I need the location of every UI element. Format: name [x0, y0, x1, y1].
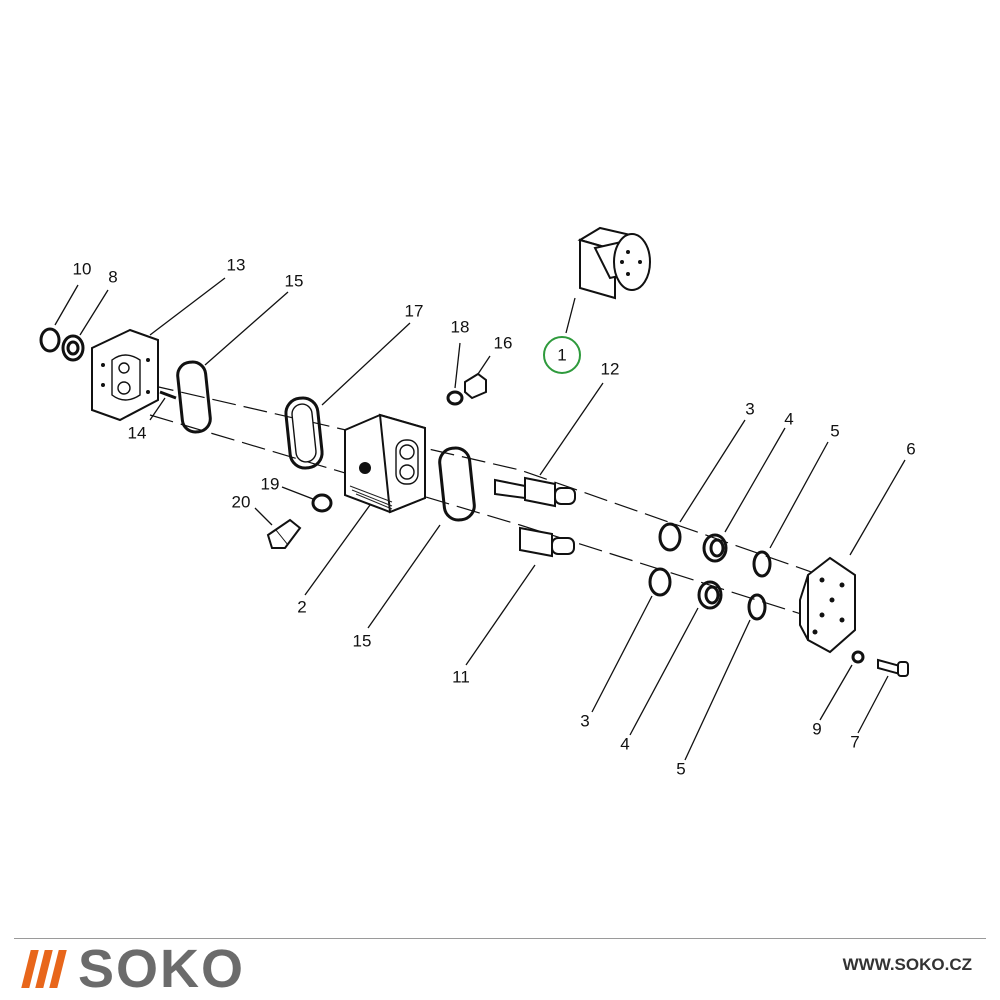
label-part-16[interactable]: 16 — [494, 333, 513, 352]
logo-stripes-icon — [21, 950, 67, 988]
gasket-inner[interactable] — [284, 396, 324, 470]
footer-divider — [14, 938, 986, 939]
assembled-pump[interactable] — [577, 226, 651, 300]
leader-lines — [54, 277, 906, 761]
o-ring-upper[interactable] — [658, 522, 682, 552]
label-part-19[interactable]: 19 — [261, 474, 280, 493]
backup-ring-upper[interactable] — [752, 550, 772, 578]
label-part-12[interactable]: 12 — [601, 359, 620, 378]
front-flange[interactable] — [91, 328, 159, 422]
label-part-6[interactable]: 6 — [906, 439, 915, 458]
gasket-rear[interactable] — [438, 446, 476, 522]
label-part-2[interactable]: 2 — [297, 597, 306, 616]
label-part-3-upper[interactable]: 3 — [745, 399, 754, 418]
label-part-1[interactable]: 1 — [557, 345, 566, 364]
pump-housing[interactable] — [344, 413, 426, 514]
label-part-10[interactable]: 10 — [73, 259, 92, 278]
sealing-washer-bottom[interactable] — [311, 493, 333, 513]
backup-ring-lower[interactable] — [747, 593, 767, 621]
label-part-5-lower[interactable]: 5 — [676, 759, 685, 778]
bushing-ring-upper[interactable] — [702, 533, 728, 563]
label-part-8[interactable]: 8 — [108, 267, 117, 286]
label-part-5-upper[interactable]: 5 — [830, 421, 839, 440]
exploded-parts-diagram: 1 2 3 3 4 4 5 5 6 7 8 9 10 11 12 13 14 1… — [39, 226, 916, 778]
website-link[interactable]: WWW.SOKO.CZ — [842, 955, 972, 974]
gasket-front[interactable] — [176, 360, 212, 434]
label-part-15-upper[interactable]: 15 — [285, 271, 304, 290]
label-part-17[interactable]: 17 — [405, 301, 424, 320]
label-part-13[interactable]: 13 — [227, 255, 246, 274]
label-part-11[interactable]: 11 — [452, 667, 470, 686]
rear-cover[interactable] — [799, 556, 856, 654]
driven-gear[interactable] — [519, 526, 575, 558]
spring-washer[interactable] — [851, 650, 865, 664]
shaft-seal[interactable] — [61, 334, 85, 362]
retaining-ring[interactable] — [39, 327, 61, 353]
label-part-18[interactable]: 18 — [451, 317, 470, 336]
highlight-circle — [543, 336, 581, 374]
drive-gear-shaft[interactable] — [494, 476, 576, 508]
cap-screw[interactable] — [877, 658, 909, 677]
plug-fitting-bottom[interactable] — [266, 518, 302, 549]
plug-fitting-top[interactable] — [464, 372, 487, 400]
soko-logo[interactable]: SOKO — [21, 939, 246, 999]
label-part-4-lower[interactable]: 4 — [620, 734, 629, 753]
dowel-pin[interactable] — [159, 390, 177, 400]
assembly-axis-lines — [149, 384, 821, 621]
label-part-15-lower[interactable]: 15 — [353, 631, 372, 650]
part-labels: 1 2 3 3 4 4 5 5 6 7 8 9 10 11 12 13 14 1… — [73, 255, 916, 778]
label-part-9[interactable]: 9 — [812, 719, 821, 738]
label-part-14[interactable]: 14 — [128, 423, 147, 442]
sealing-washer-top[interactable] — [446, 390, 464, 406]
label-part-3-lower[interactable]: 3 — [580, 711, 589, 730]
brand-name: SOKO — [78, 939, 246, 999]
o-ring-lower[interactable] — [648, 567, 672, 597]
bushing-ring-lower[interactable] — [697, 580, 723, 610]
label-part-4-upper[interactable]: 4 — [784, 409, 793, 428]
label-part-20[interactable]: 20 — [232, 492, 251, 511]
label-part-7[interactable]: 7 — [850, 732, 859, 751]
